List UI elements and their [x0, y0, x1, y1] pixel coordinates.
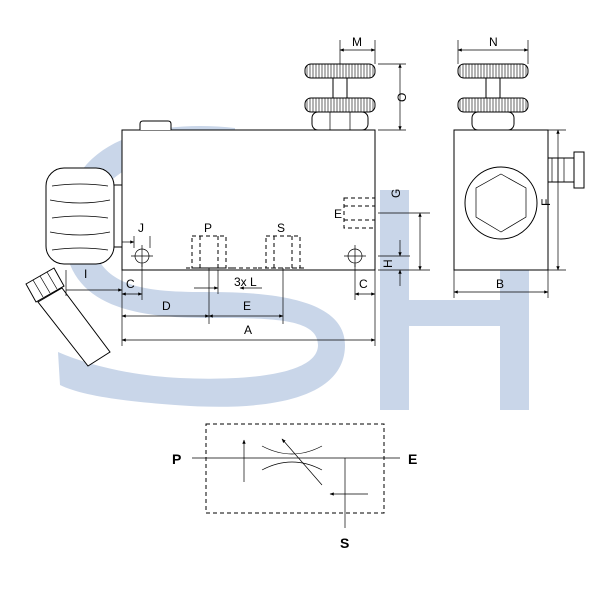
dim-label-m: M: [352, 35, 362, 49]
dim-label-g: G: [389, 189, 403, 198]
handwheel: [304, 63, 376, 131]
dim-label-j: J: [138, 221, 144, 235]
dim-label-f: F: [539, 199, 553, 206]
symbol-label-p: P: [172, 451, 181, 467]
port-label-p: P: [204, 221, 212, 235]
port-e-hidden: [343, 197, 376, 229]
dim-label-e: E: [243, 299, 251, 313]
dim-label-h: H: [381, 259, 395, 268]
hex-nut-fitting: [45, 167, 123, 265]
side-handwheel: [457, 63, 529, 131]
throttle-arc-top: [261, 445, 323, 455]
port-label-s: S: [277, 221, 285, 235]
hose: [25, 267, 111, 367]
hydraulic-symbol: P E S: [172, 423, 417, 551]
dim-label-c-right: C: [359, 277, 368, 291]
dim-label-o: O: [395, 93, 409, 102]
port-label-e: E: [334, 207, 342, 221]
symbol-enclosure: [205, 423, 385, 514]
side-fitting: [547, 151, 585, 189]
side-view: [453, 63, 585, 271]
port-s-hidden: [258, 235, 306, 269]
symbol-label-s: S: [340, 535, 349, 551]
valve-body: [121, 129, 376, 271]
adjustable-arrow-icon: [281, 438, 323, 486]
dim-label-n: N: [489, 35, 498, 49]
dim-label-a: A: [244, 323, 252, 337]
dim-label-d: D: [162, 299, 171, 313]
dim-label-b: B: [496, 277, 504, 291]
dim-label-c-left: C: [126, 277, 135, 291]
top-cap: [139, 120, 172, 130]
dim-label-i: I: [84, 267, 87, 281]
watermark-logo: [58, 125, 529, 410]
front-view: P S E: [25, 63, 376, 367]
symbol-label-e: E: [408, 451, 417, 467]
mounting-hole-left: [131, 245, 153, 267]
mounting-hole-right: [344, 245, 366, 267]
hexagon-nut-icon: [464, 166, 538, 240]
dimension-lines: M N O G H F B J: [65, 35, 566, 346]
throttle-arc-bottom: [261, 461, 323, 471]
dim-label-3xl: 3x L: [234, 275, 257, 289]
